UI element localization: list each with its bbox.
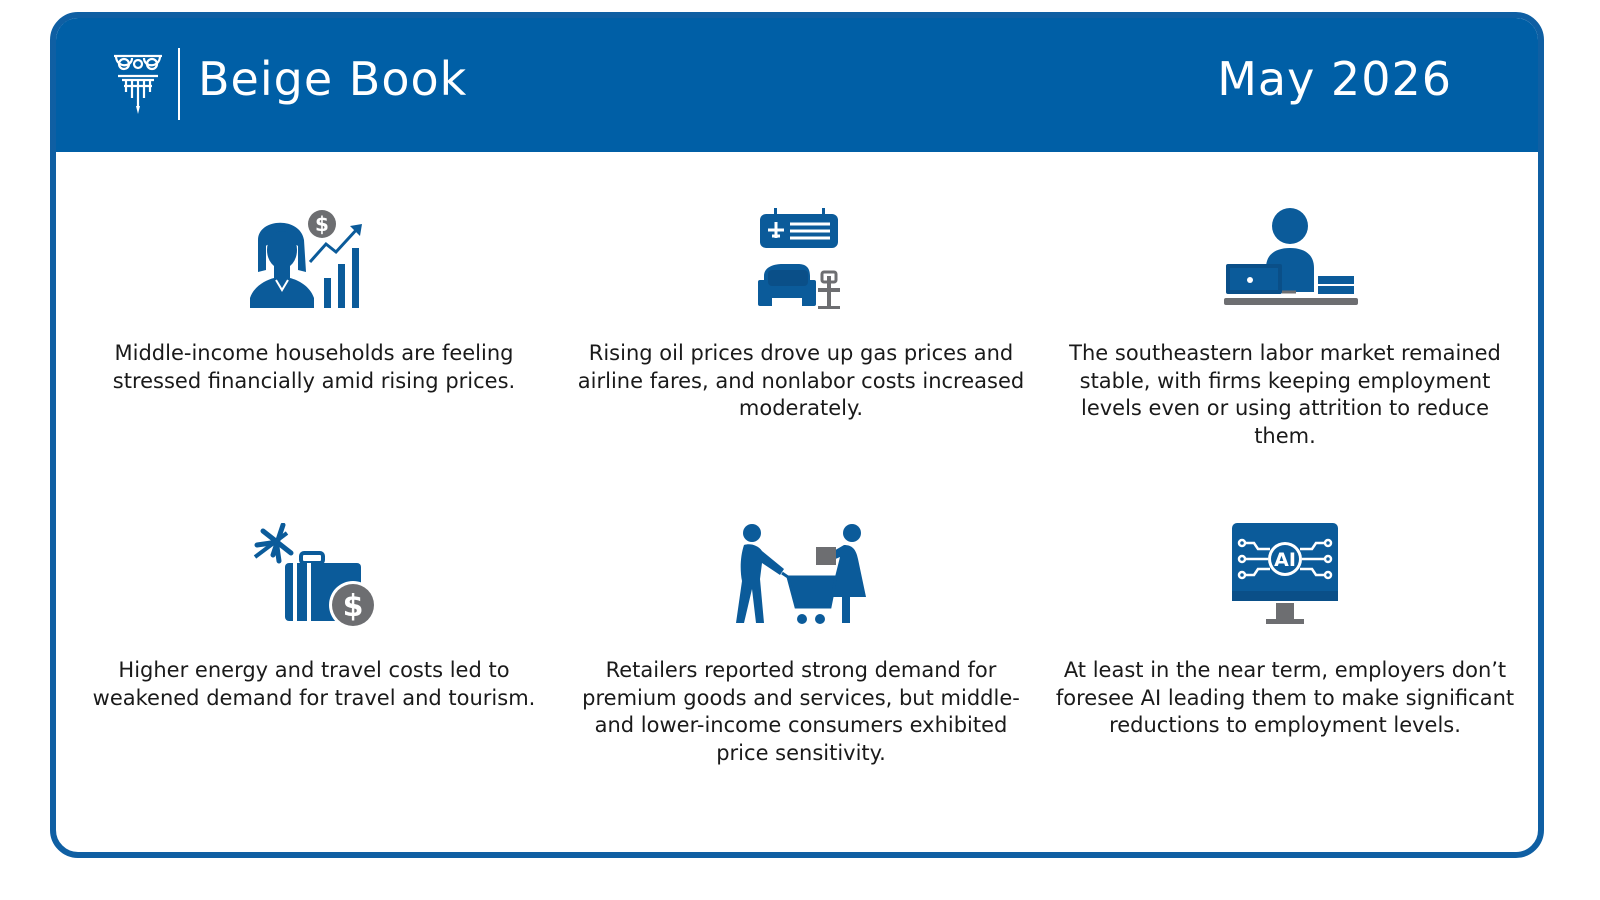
ai-monitor-icon: AI <box>1232 523 1338 624</box>
card-travel-demand: $ Higher energy and travel costs led to … <box>79 523 549 712</box>
svg-text:$: $ <box>315 212 329 236</box>
card-ai-employment: AI At least in the near term, employers … <box>1050 523 1520 740</box>
svg-text:$: $ <box>343 589 364 624</box>
report-date: May 2026 <box>1217 52 1452 106</box>
infographic-frame: Beige Book May 2026 $ Middle-income hous… <box>50 12 1544 858</box>
page-title: Beige Book <box>198 52 468 106</box>
card-text: Retailers reported strong demand for pre… <box>582 658 1020 765</box>
airport-lounge-icon <box>758 208 840 309</box>
card-retail-demand: Retailers reported strong demand for pre… <box>566 523 1036 767</box>
office-worker-icon <box>1224 208 1358 305</box>
card-household-finance: $ Middle-income households are feeling s… <box>79 206 549 395</box>
svg-text:AI: AI <box>1274 549 1296 571</box>
shopping-cart-icon <box>736 524 866 624</box>
card-labor-market: The southeastern labor market remained s… <box>1050 206 1520 450</box>
card-text: Rising oil prices drove up gas prices an… <box>577 341 1025 420</box>
federal-reserve-logo-icon <box>114 54 162 114</box>
card-text: The southeastern labor market remained s… <box>1069 341 1501 448</box>
card-text: Higher energy and travel costs led to we… <box>92 658 536 710</box>
travel-cost-icon: $ <box>253 523 377 627</box>
card-text: At least in the near term, employers don… <box>1055 658 1515 737</box>
card-airport: Rising oil prices drove up gas prices an… <box>566 206 1036 423</box>
header-bar: Beige Book May 2026 <box>56 18 1538 152</box>
header-divider <box>178 48 180 120</box>
card-text: Middle-income households are feeling str… <box>112 341 516 393</box>
household-finance-icon: $ <box>250 210 362 308</box>
